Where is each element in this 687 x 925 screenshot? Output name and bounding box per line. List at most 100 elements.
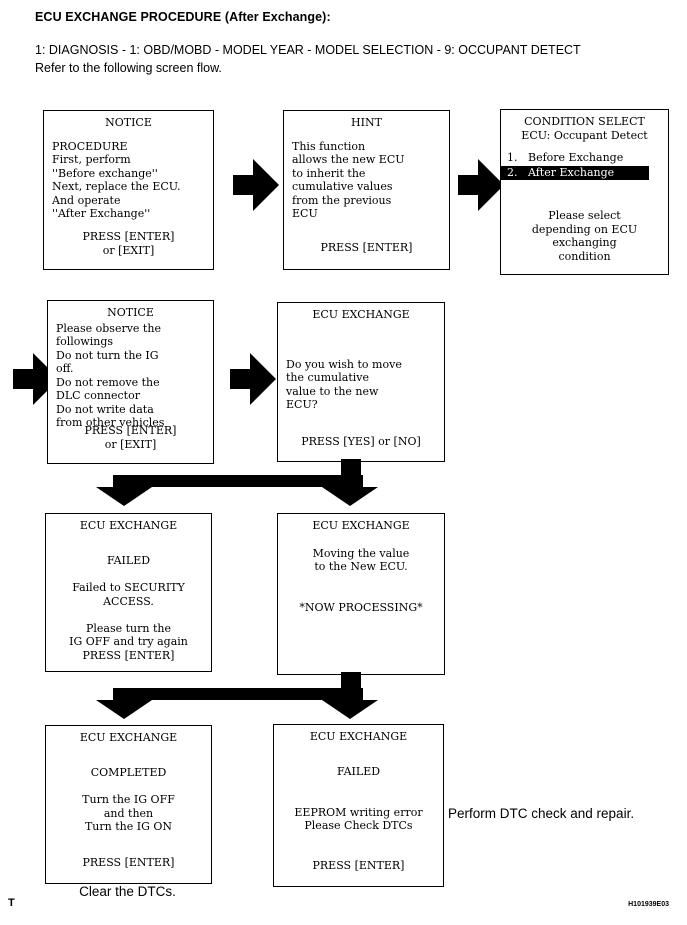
text-line: value to the new bbox=[286, 384, 379, 398]
text-line: or [EXIT] bbox=[102, 243, 155, 257]
text-line: Turn the IG ON bbox=[84, 820, 173, 833]
text-line bbox=[49, 541, 208, 555]
text-line: Please observe the bbox=[56, 321, 161, 335]
text-line: followings bbox=[56, 335, 114, 348]
condition-menu: 1. Before Exchange 2. After Exchange bbox=[501, 151, 668, 180]
text-line bbox=[49, 780, 208, 794]
text-line bbox=[49, 753, 208, 767]
text-line bbox=[277, 792, 440, 806]
text-line: ECU: Occupant Detect bbox=[521, 128, 648, 142]
caption-perform-dtc-check: Perform DTC check and repair. bbox=[448, 806, 635, 821]
text-line: exchanging bbox=[552, 236, 617, 249]
text-line: PRESS [ENTER] bbox=[320, 240, 413, 254]
text-line: Failed to SECURITY bbox=[72, 581, 185, 594]
screen-title: ECU EXCHANGE bbox=[46, 726, 211, 745]
text-line bbox=[281, 574, 441, 588]
text-line: Do not turn the IG bbox=[56, 348, 159, 362]
text-line: ECU EXCHANGE bbox=[79, 519, 178, 532]
text-line: ECU EXCHANGE bbox=[312, 308, 410, 321]
text-line: CONDITION SELECT bbox=[524, 115, 645, 128]
text-line: condition bbox=[558, 249, 611, 263]
screen-title: NOTICE bbox=[48, 301, 213, 320]
menu-item-before-exchange: 1. Before Exchange bbox=[507, 151, 624, 164]
text-line: allows the new ECU bbox=[292, 153, 405, 166]
text-line: ECU? bbox=[286, 398, 318, 411]
caption-clear-dtcs: Clear the DTCs. bbox=[79, 884, 176, 899]
text-line: DLC connector bbox=[56, 389, 140, 402]
branch-down-arrows-icon bbox=[90, 456, 390, 508]
text-line: PRESS [ENTER] bbox=[312, 858, 405, 872]
text-line: from other vehicles bbox=[56, 416, 165, 429]
text-line: And operate bbox=[52, 193, 121, 207]
branch-down-arrows-icon bbox=[90, 669, 390, 721]
text-line: Do not write data bbox=[56, 402, 154, 416]
text-line bbox=[281, 587, 441, 601]
text-line: PRESS [ENTER] bbox=[82, 230, 175, 243]
text-line: ECU EXCHANGE bbox=[312, 519, 410, 532]
text-line: to inherit the bbox=[292, 166, 366, 180]
screen-title: NOTICE bbox=[44, 111, 213, 130]
text-line: Please Check DTCs bbox=[304, 819, 413, 832]
menu-item-after-exchange: 2. After Exchange bbox=[501, 165, 649, 180]
text-line: FAILED bbox=[336, 765, 381, 778]
screen-footer: PRESS [ENTER] bbox=[46, 649, 211, 663]
screen-title: ECU EXCHANGE bbox=[278, 303, 444, 322]
arrow-right-icon bbox=[233, 157, 279, 213]
text-line: PRESS [ENTER] bbox=[84, 424, 177, 437]
text-line: *NOW PROCESSING* bbox=[299, 600, 423, 614]
screen-title: ECU EXCHANGE bbox=[46, 514, 211, 533]
arrow-right-icon bbox=[230, 351, 276, 407]
text-line: COMPLETED bbox=[90, 766, 167, 779]
page-subtitle: Refer to the following screen flow. bbox=[35, 61, 222, 75]
screen-footer: PRESS [ENTER]or [EXIT] bbox=[44, 230, 213, 257]
text-line: First, perform bbox=[52, 153, 131, 166]
text-line: HINT bbox=[351, 116, 382, 129]
menu-path-line: 1: DIAGNOSIS - 1: OBD/MOBD - MODEL YEAR … bbox=[35, 43, 581, 57]
text-line: EEPROM writing error bbox=[294, 805, 423, 819]
text-line: ''After Exchange'' bbox=[52, 207, 151, 220]
text-line bbox=[49, 568, 208, 582]
text-line bbox=[49, 608, 208, 622]
text-line: depending on ECU bbox=[531, 222, 638, 236]
text-line: Turn the IG OFF bbox=[82, 793, 175, 806]
arrow-right-icon bbox=[458, 157, 504, 213]
text-line: and then bbox=[103, 806, 154, 820]
text-line: Next, replace the ECU. bbox=[52, 180, 181, 193]
screen-footer: PRESS [YES] or [NO] bbox=[278, 435, 444, 449]
text-line: the cumulative bbox=[286, 371, 370, 384]
screen-exchange-failed-eeprom: ECU EXCHANGE FAILED EEPROM writing error… bbox=[273, 724, 444, 887]
text-line: to the New ECU. bbox=[314, 560, 408, 573]
screen-footer: PRESS [ENTER] bbox=[46, 856, 211, 870]
text-line: ECU bbox=[292, 207, 318, 220]
text-line bbox=[277, 752, 440, 766]
text-line: NOTICE bbox=[105, 116, 152, 129]
text-line: Please select bbox=[548, 209, 621, 222]
screen-title: ECU EXCHANGE bbox=[278, 514, 444, 533]
arrow-right-icon bbox=[13, 351, 59, 407]
text-line: cumulative values bbox=[292, 180, 393, 193]
text-line: PRESS [ENTER] bbox=[82, 648, 175, 662]
text-line: from the previous bbox=[292, 193, 392, 207]
text-line: or [EXIT] bbox=[104, 437, 157, 451]
text-line: off. bbox=[56, 362, 74, 375]
text-line: PROCEDURE bbox=[52, 139, 128, 153]
text-line: ''Before exchange'' bbox=[52, 166, 158, 180]
text-line: Moving the value bbox=[312, 546, 410, 560]
figure-code: H101939E03 bbox=[628, 901, 669, 908]
text-line: Do you wish to move bbox=[286, 357, 402, 371]
